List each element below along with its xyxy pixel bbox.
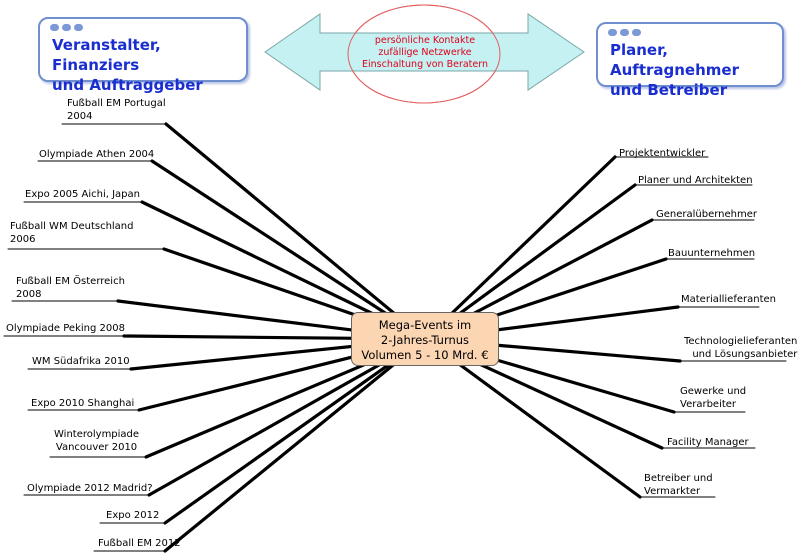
right-item-line-1: Facility Manager (667, 437, 749, 448)
left-item-line-1: Olympiade Peking 2008 (6, 323, 125, 334)
left-header-line-1: Veranstalter, Finanziers (52, 36, 161, 74)
arrow-label: persönliche Kontakte zufällige Netzwerke… (345, 35, 505, 71)
left-item-line-1: Winterolympiade (54, 429, 140, 440)
left-item-line-1: Fußball WM Deutschland (10, 221, 134, 232)
center-line-2: 2-Jahres-Turnus (380, 333, 470, 347)
right-item-line-1: Projektentwickler (619, 148, 706, 159)
right-item-line-1: Technologielieferanten (684, 336, 798, 347)
left-item-line-1: Expo 2012 (106, 510, 160, 521)
left-item-line-1: Fußball EM Portugal (67, 98, 166, 109)
right-item-line-2: Vermarkter (644, 486, 701, 497)
left-item: Fußball WM Deutschland 2006 (10, 220, 134, 246)
left-item-line-1: Fußball EM 2012 (98, 538, 181, 549)
double-arrow (264, 13, 585, 91)
right-item: Gewerke und Verarbeiter (680, 385, 746, 411)
center-node: Mega-Events im 2-Jahres-Turnus Volumen 5… (351, 312, 499, 366)
branch-line (150, 159, 427, 341)
right-item: Projektentwickler (619, 147, 705, 160)
dots-icon (50, 24, 83, 32)
left-item: WM Südafrika 2010 (32, 355, 130, 368)
center-line-3: Volumen 5 - 10 Mrd. € (361, 348, 489, 362)
right-item: Materiallieferanten (681, 293, 776, 306)
left-header-line-2: und Auftraggeber (52, 76, 203, 94)
right-item-line-1: Gewerke und (680, 386, 747, 397)
left-item-line-1: Expo 2010 Shanghai (31, 398, 135, 409)
right-item: Planer und Architekten (638, 174, 753, 187)
left-item: Winterolympiade Vancouver 2010 (54, 428, 139, 454)
branch-line (423, 155, 617, 341)
dots-icon (608, 29, 641, 37)
left-item: Expo 2012 (106, 509, 159, 522)
right-item: Betreiber und Vermarkter (644, 472, 713, 498)
right-item-line-1: Generalübernehmer (656, 209, 758, 220)
left-item: Fußball EM Österreich 2008 (16, 275, 125, 301)
left-header-title: Veranstalter, Finanziers und Auftraggebe… (52, 35, 246, 95)
right-item: Facility Manager (667, 436, 749, 449)
right-item: Generalübernehmer (656, 208, 757, 221)
branch-line (164, 122, 427, 341)
right-item: Bauunternehmen (668, 247, 755, 260)
right-item-line-1: Betreiber und (644, 473, 713, 484)
left-item-line-2: 2008 (16, 289, 42, 300)
right-item-line-2: Verarbeiter (680, 399, 737, 410)
right-item: Technologielieferanten und Lösungsanbiet… (684, 335, 797, 361)
left-item: Fußball EM Portugal 2004 (67, 97, 166, 123)
right-header-line-2: und Betreiber (610, 81, 728, 99)
right-header-line-1: Planer, Auftragnehmer (610, 41, 739, 79)
left-header-box: Veranstalter, Finanziers und Auftraggebe… (38, 17, 248, 94)
left-item-line-1: Olympiade Athen 2004 (39, 149, 155, 160)
right-item-line-2: und Lösungsanbieter (692, 349, 798, 360)
right-header-box: Planer, Auftragnehmer und Betreiber (596, 22, 784, 99)
arrow-line-2: zufällige Netzwerke (378, 47, 472, 58)
center-line-1: Mega-Events im (378, 318, 472, 332)
left-item-line-1: WM Südafrika 2010 (32, 356, 130, 367)
arrow-line-1: persönliche Kontakte (374, 35, 476, 46)
label-underlines (3, 123, 787, 552)
left-item-line-2: 2004 (67, 111, 93, 122)
arrow-line-3: Einschaltung von Beratern (361, 59, 489, 70)
left-item-line-1: Fußball EM Österreich (16, 276, 125, 287)
left-item: Olympiade Athen 2004 (39, 148, 154, 161)
right-header-title: Planer, Auftragnehmer und Betreiber (610, 40, 782, 100)
branch-line (163, 337, 427, 553)
left-item-line-1: Olympiade 2012 Madrid? (27, 483, 153, 494)
right-item-line-1: Bauunternehmen (668, 248, 756, 259)
left-item-line-2: 2006 (10, 234, 36, 245)
right-item-line-1: Materiallieferanten (681, 294, 776, 305)
left-item: Expo 2005 Aichi, Japan (25, 188, 140, 201)
left-item: Olympiade Peking 2008 (6, 322, 125, 335)
branch-line (163, 337, 427, 525)
contacts-ellipse-front (347, 4, 501, 104)
left-item: Fußball EM 2012 (98, 537, 181, 550)
right-item-line-1: Planer und Architekten (638, 175, 753, 186)
left-item: Olympiade 2012 Madrid? (27, 482, 153, 495)
left-item-line-2: Vancouver 2010 (55, 442, 138, 453)
left-item: Expo 2010 Shanghai (31, 397, 134, 410)
left-item-line-1: Expo 2005 Aichi, Japan (25, 189, 140, 200)
